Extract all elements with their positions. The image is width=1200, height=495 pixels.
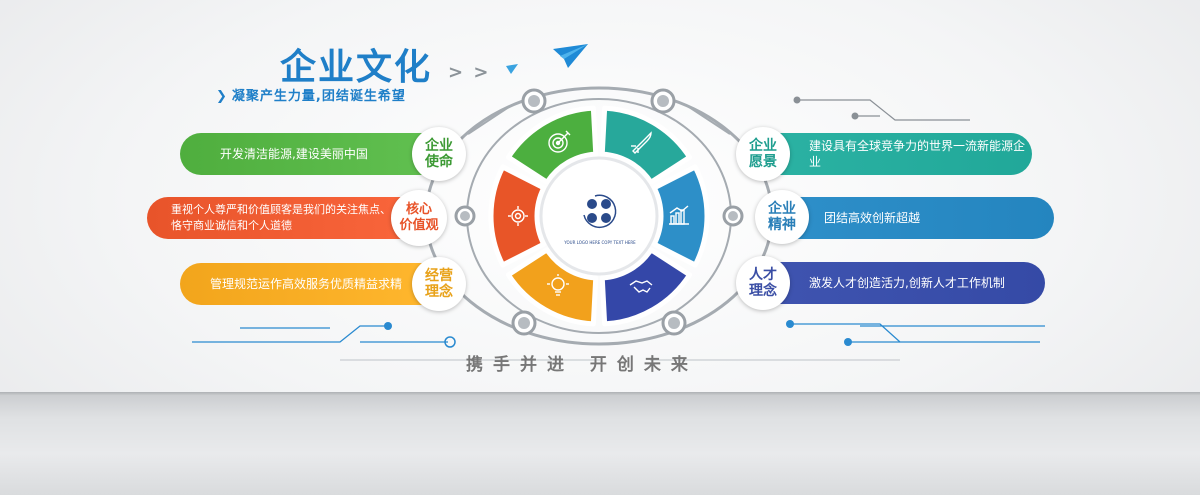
circuit-line	[192, 325, 385, 343]
core-values-text: 重视个人尊严和价值顾客是我们的关注焦点、 恪守商业诚信和个人道德	[171, 203, 391, 232]
circuit-dot	[844, 338, 852, 346]
philosophy-label: 经营 理念	[412, 257, 466, 311]
paper-plane-icon	[553, 44, 588, 68]
page-title: 企业文化	[280, 47, 433, 88]
mission-label-text: 企业 使命	[425, 138, 453, 170]
arrow-right-icon: ❯	[216, 89, 228, 104]
target-icon	[548, 130, 571, 153]
logo-caption: YOUR LOGO HERE COPY TEXT HERE	[564, 240, 636, 245]
talent-bar: 激发人才创造活力,创新人才工作机制	[765, 262, 1045, 304]
rocket-icon	[631, 131, 652, 154]
circuit-dot	[851, 112, 859, 120]
circuit-dot	[793, 96, 801, 104]
talent-label: 人才 理念	[736, 256, 790, 310]
growth-chart-icon	[669, 205, 689, 225]
ring-node	[511, 310, 537, 336]
philosophy-text: 管理规范运作高效服务优质精益求精	[210, 277, 403, 291]
subtitle: ❯凝聚产生力量,团结诞生希望	[216, 85, 406, 104]
ring-node	[650, 88, 676, 114]
core-values-label: 核心 价值观	[391, 190, 447, 246]
ring-node	[521, 88, 547, 114]
center-logo: YOUR LOGO HERE COPY TEXT HERE	[555, 238, 645, 245]
mission-text: 开发清洁能源,建设美丽中国	[220, 147, 368, 161]
circuit-line	[795, 99, 970, 121]
core-values-bar: 重视个人尊严和价值顾客是我们的关注焦点、 恪守商业诚信和个人道德	[147, 197, 427, 239]
motto: 携手并进 开创未来	[466, 355, 698, 375]
petal-rocket	[599, 105, 693, 185]
petal-gear	[488, 164, 547, 268]
ring-node	[661, 310, 687, 336]
philosophy-bar: 管理规范运作高效服务优质精益求精	[180, 263, 435, 305]
petal-target	[505, 105, 599, 185]
petal-handshake	[599, 247, 693, 327]
talent-label-text: 人才 理念	[749, 267, 777, 299]
talent-text: 激发人才创造活力,创新人才工作机制	[809, 276, 1005, 290]
circuit-dot	[384, 322, 392, 330]
ring-node	[722, 205, 744, 227]
philosophy-label-text: 经营 理念	[425, 268, 453, 300]
vision-label-text: 企业 愿景	[749, 138, 777, 170]
vision-text: 建设具有全球竞争力的世界一流新能源企业	[809, 139, 1026, 169]
circuit-line	[790, 323, 1040, 343]
lightbulb-icon	[547, 274, 569, 296]
logo-icon	[583, 194, 617, 229]
core-values-label-text: 核心 价值观	[399, 202, 439, 233]
spirit-label-text: 企业 精神	[768, 201, 796, 233]
vision-bar: 建设具有全球竞争力的世界一流新能源企业	[765, 133, 1032, 175]
center-disc	[541, 158, 657, 274]
vision-label: 企业 愿景	[736, 127, 790, 181]
circuit-dot	[786, 320, 794, 328]
gear-icon	[508, 206, 528, 226]
petal-ring	[488, 105, 710, 327]
mission-label: 企业 使命	[412, 127, 466, 181]
spirit-bar: 团结高效创新超越	[780, 197, 1054, 239]
spirit-label: 企业 精神	[755, 190, 809, 244]
paper-plane-icon	[506, 64, 518, 74]
floor	[0, 392, 1200, 495]
subtitle-text: 凝聚产生力量,团结诞生希望	[231, 89, 406, 104]
circuit-dot	[444, 336, 456, 348]
spirit-text: 团结高效创新超越	[824, 211, 921, 225]
handshake-icon	[629, 280, 653, 293]
ring-node	[454, 205, 476, 227]
mission-bar: 开发清洁能源,建设美丽中国	[180, 133, 435, 175]
chevrons: > >	[448, 62, 491, 83]
